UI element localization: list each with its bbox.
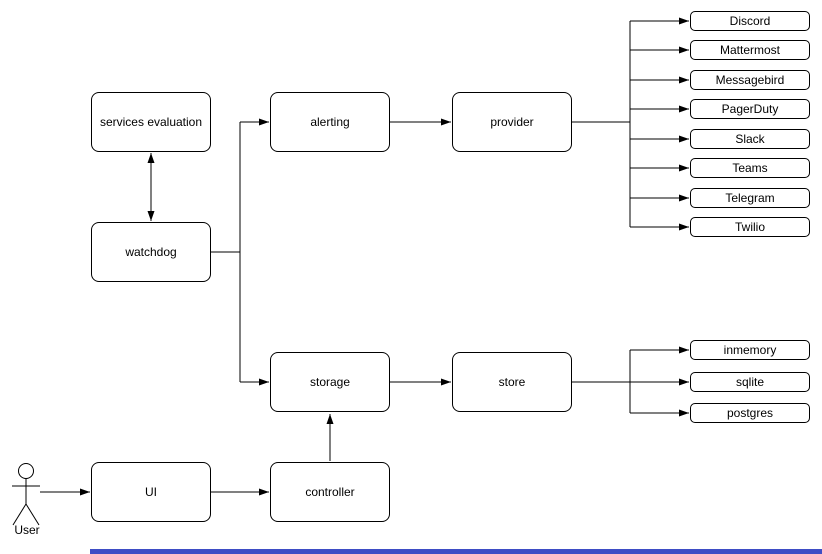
node-provider-discord[interactable]: Discord — [690, 11, 810, 31]
node-ui[interactable]: UI — [91, 462, 211, 522]
node-alerting[interactable]: alerting — [270, 92, 390, 152]
user-actor-icon[interactable] — [12, 463, 40, 526]
node-store-postgres[interactable]: postgres — [690, 403, 810, 423]
node-provider-mattermost[interactable]: Mattermost — [690, 40, 810, 60]
node-store-sqlite[interactable]: sqlite — [690, 372, 810, 392]
node-provider-messagebird[interactable]: Messagebird — [690, 70, 810, 90]
node-provider-pagerduty[interactable]: PagerDuty — [690, 99, 810, 119]
node-store[interactable]: store — [452, 352, 572, 412]
node-provider-slack[interactable]: Slack — [690, 129, 810, 149]
node-provider[interactable]: provider — [452, 92, 572, 152]
bottom-accent-bar — [90, 549, 822, 554]
node-watchdog[interactable]: watchdog — [91, 222, 211, 282]
node-store-inmemory[interactable]: inmemory — [690, 340, 810, 360]
node-provider-twilio[interactable]: Twilio — [690, 217, 810, 237]
node-provider-telegram[interactable]: Telegram — [690, 188, 810, 208]
node-storage[interactable]: storage — [270, 352, 390, 412]
node-services-evaluation[interactable]: services evaluation — [91, 92, 211, 152]
node-controller[interactable]: controller — [270, 462, 390, 522]
user-actor-label: User — [14, 523, 40, 537]
node-provider-teams[interactable]: Teams — [690, 158, 810, 178]
